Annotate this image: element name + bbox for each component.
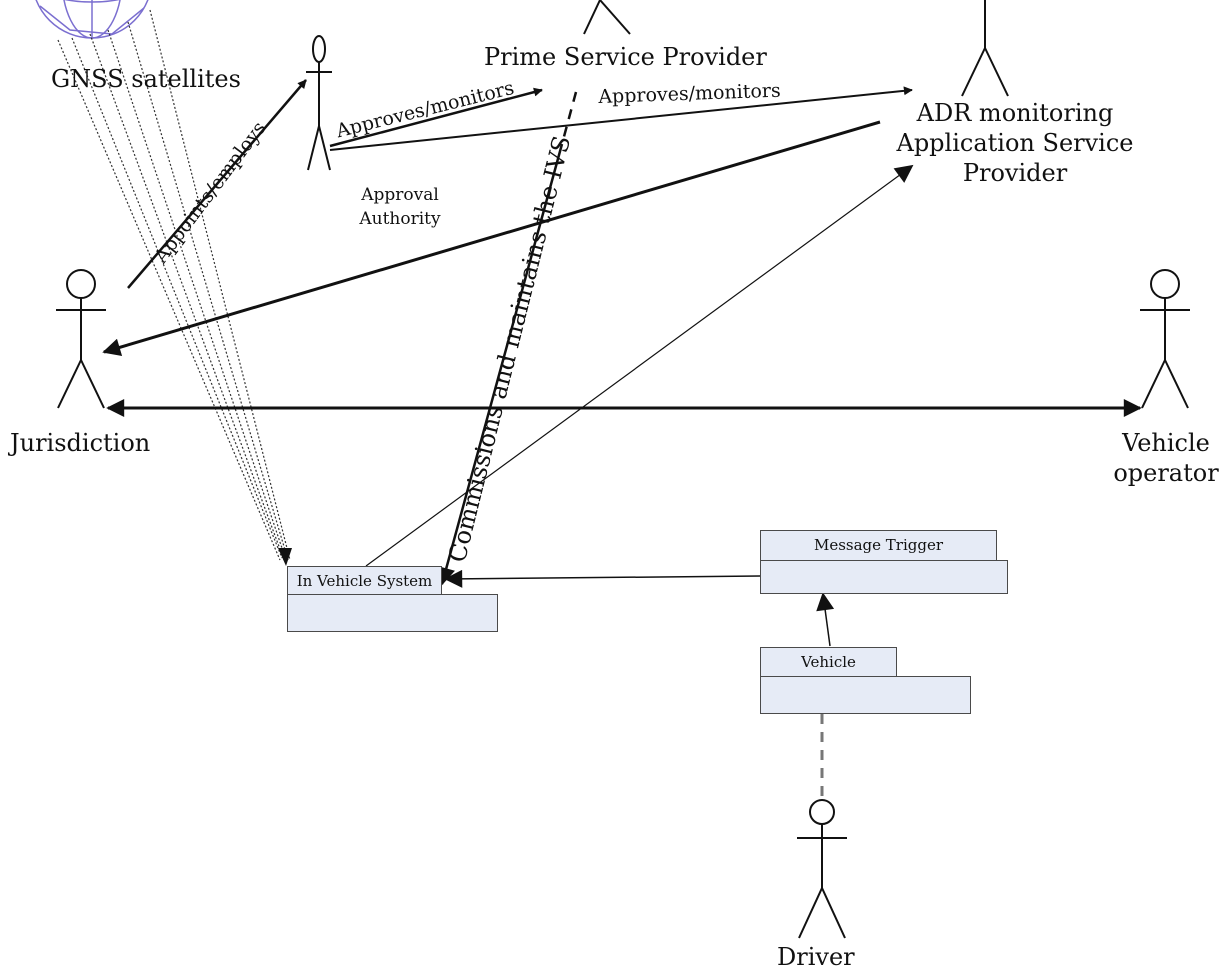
- commissions-dashed-segment: [560, 91, 578, 145]
- gnss-signal-lines: [57, 9, 291, 561]
- vehicle-operator-line1: Vehicle: [1122, 429, 1210, 457]
- jurisdiction-label: Jurisdiction: [10, 429, 151, 457]
- vehicle-body: [760, 676, 971, 714]
- adr-label-line2: Application Service: [896, 129, 1134, 157]
- vehicle-tab: Vehicle: [760, 647, 897, 677]
- approval-label-line1: Approval: [361, 185, 439, 205]
- message-trigger-body: [760, 560, 1008, 594]
- vehicle-to-trigger-arrow: [816, 592, 835, 647]
- message-trigger-tab: Message Trigger: [760, 530, 997, 561]
- trigger-to-ivs-arrow: [444, 569, 761, 588]
- approval-label-line2: Authority: [359, 209, 441, 229]
- gnss-globe-icon: [35, 0, 149, 39]
- approves-monitors-adr-arrow: [329, 86, 913, 151]
- ivs-to-adr-arrow: [365, 164, 914, 567]
- vehicle-operator-line2: operator: [1113, 459, 1219, 487]
- approval-authority-label: Approval Authority: [340, 183, 460, 231]
- gnss-arrowhead: [278, 548, 292, 566]
- in-vehicle-system-body: [287, 594, 498, 632]
- adr-monitoring-asp-label: ADR monitoring Application Service Provi…: [890, 98, 1140, 188]
- vehicle-operator-label: Vehicle operator: [1108, 428, 1224, 488]
- approves-monitors-psp-arrow: [329, 87, 543, 148]
- driver-label: Driver: [777, 943, 855, 970]
- gnss-satellites-label: GNSS satellites: [51, 65, 241, 93]
- prime-service-provider-label: Prime Service Provider: [484, 43, 767, 71]
- adr-monitoring-asp-actor: [961, 0, 1009, 97]
- prime-service-provider-actor: [583, 0, 631, 35]
- commissions-maintains-arrow: [437, 143, 564, 586]
- in-vehicle-system-tab: In Vehicle System: [287, 566, 442, 595]
- vehicle-operator-actor: [1140, 269, 1190, 409]
- jurisdiction-actor: [56, 269, 106, 409]
- approval-authority-actor: [306, 35, 332, 171]
- driver-actor: [797, 799, 847, 939]
- appoints-employs-arrow: [127, 79, 307, 289]
- adr-label-line3: Provider: [962, 159, 1068, 187]
- adr-to-jurisdiction-arrow: [102, 120, 881, 357]
- adr-label-line1: ADR monitoring: [916, 99, 1114, 127]
